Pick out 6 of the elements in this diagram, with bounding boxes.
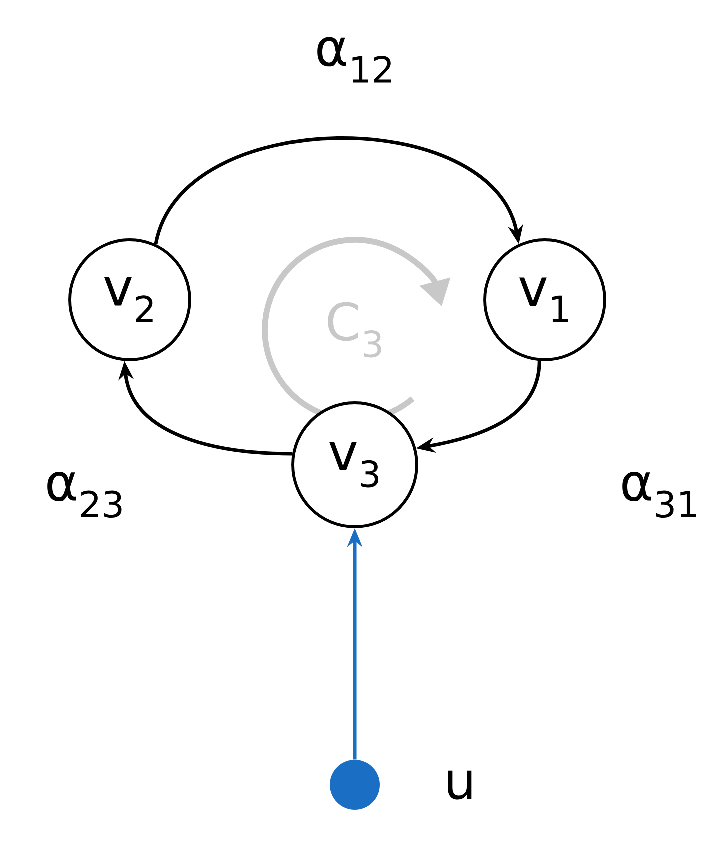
arrow (154, 136, 524, 245)
edge-label: α$_{12}$ (312, 34, 398, 86)
node-label: u (448, 770, 472, 800)
edge-label: α$_{31}$ (617, 470, 703, 520)
edge-label: α$_{23}$ (42, 470, 128, 520)
input-dot (330, 760, 380, 810)
